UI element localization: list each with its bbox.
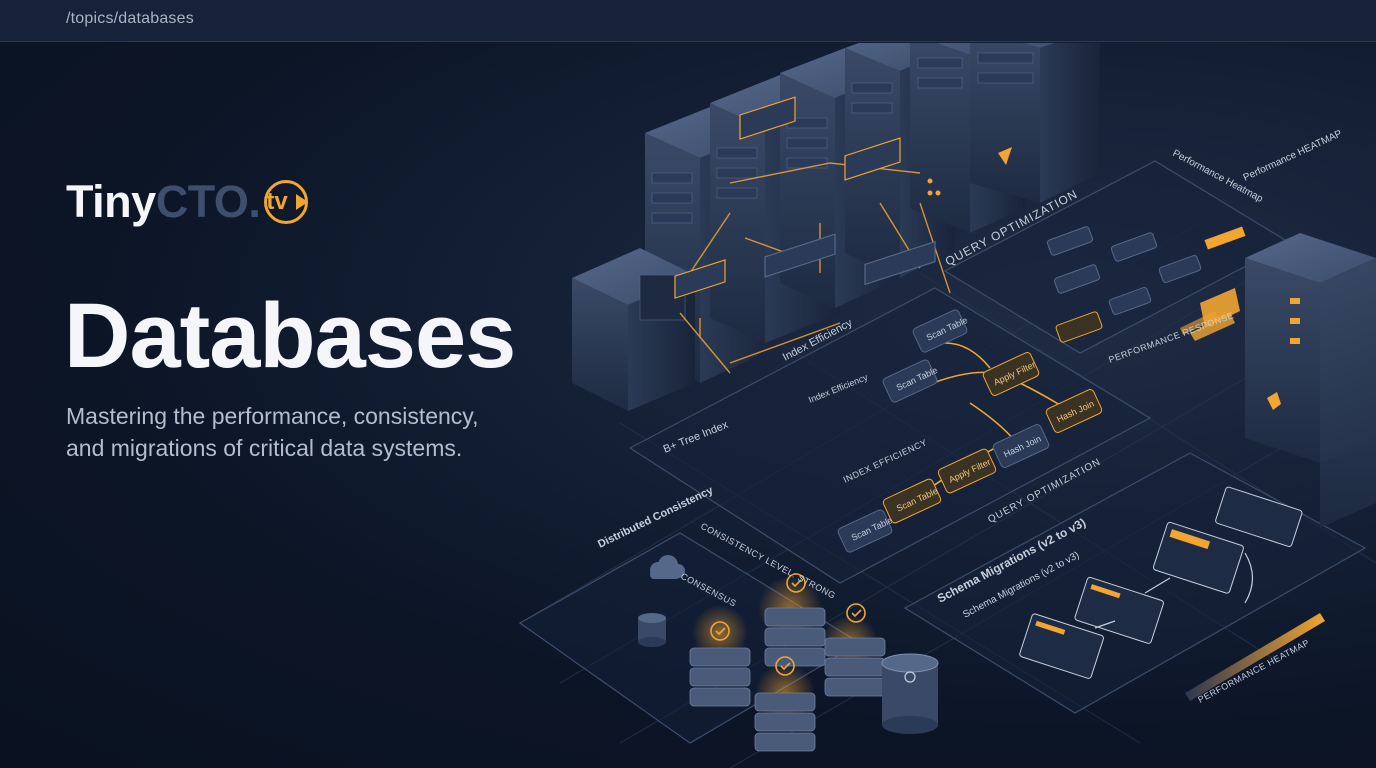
breadcrumb-path[interactable]: /topics/databases [66, 10, 194, 27]
mini-query-graph [1046, 226, 1246, 343]
server-rack-front [572, 248, 695, 411]
db-node-stack [689, 607, 886, 752]
play-icon [296, 194, 309, 210]
database-cylinder-icon [638, 613, 666, 647]
server-racks-right [1245, 233, 1376, 528]
cloud-icon [650, 555, 685, 579]
hash-join-node: Hash Join [992, 424, 1050, 468]
subtitle-line-2: and migrations of critical data systems. [66, 435, 463, 461]
database-illustration: Scan Table Scan Table Apply Filter Hash … [518, 43, 1376, 768]
check-icon [710, 573, 866, 676]
heatmap-strip [1185, 613, 1325, 701]
subtitle-line-1: Mastering the performance, consistency, [66, 403, 479, 429]
btree-nodes [674, 96, 936, 299]
server-rack [970, 43, 1100, 203]
logo-text-cto: CTO. [155, 176, 261, 227]
label-distributed-consistency: Distributed Consistency [596, 484, 716, 551]
tinycto-logo[interactable]: Tiny CTO. tv [66, 176, 314, 228]
drive-slots [651, 52, 1034, 224]
schema-table [1215, 486, 1303, 547]
page-subtitle: Mastering the performance, consistency, … [66, 400, 586, 464]
label-performance-heatmap: Performance HEATMAP [1242, 128, 1344, 184]
logo-tv-badge: tv [262, 180, 314, 228]
query-plan-nodes: Scan Table Scan Table Apply Filter Hash … [837, 309, 1103, 553]
status-lights [927, 147, 1012, 196]
schema-table [1019, 613, 1104, 679]
logo-text-tv: tv [266, 188, 288, 215]
label-performance-heatmap: PERFORMANCE HEATMAP [1196, 637, 1311, 704]
top-bar: /topics/databases [0, 0, 1376, 42]
database-cylinder-icon [881, 653, 939, 734]
schema-table [1074, 576, 1164, 644]
apply-filter-node: Apply Filter [937, 448, 997, 494]
logo-text-tiny: Tiny [66, 176, 156, 227]
heat-bars [1180, 288, 1240, 341]
migration-arrows [1094, 552, 1254, 629]
consistency-cluster [638, 555, 939, 752]
schema-tables [1019, 486, 1303, 679]
schema-table [1152, 521, 1244, 594]
page-title: Databases [64, 285, 516, 387]
